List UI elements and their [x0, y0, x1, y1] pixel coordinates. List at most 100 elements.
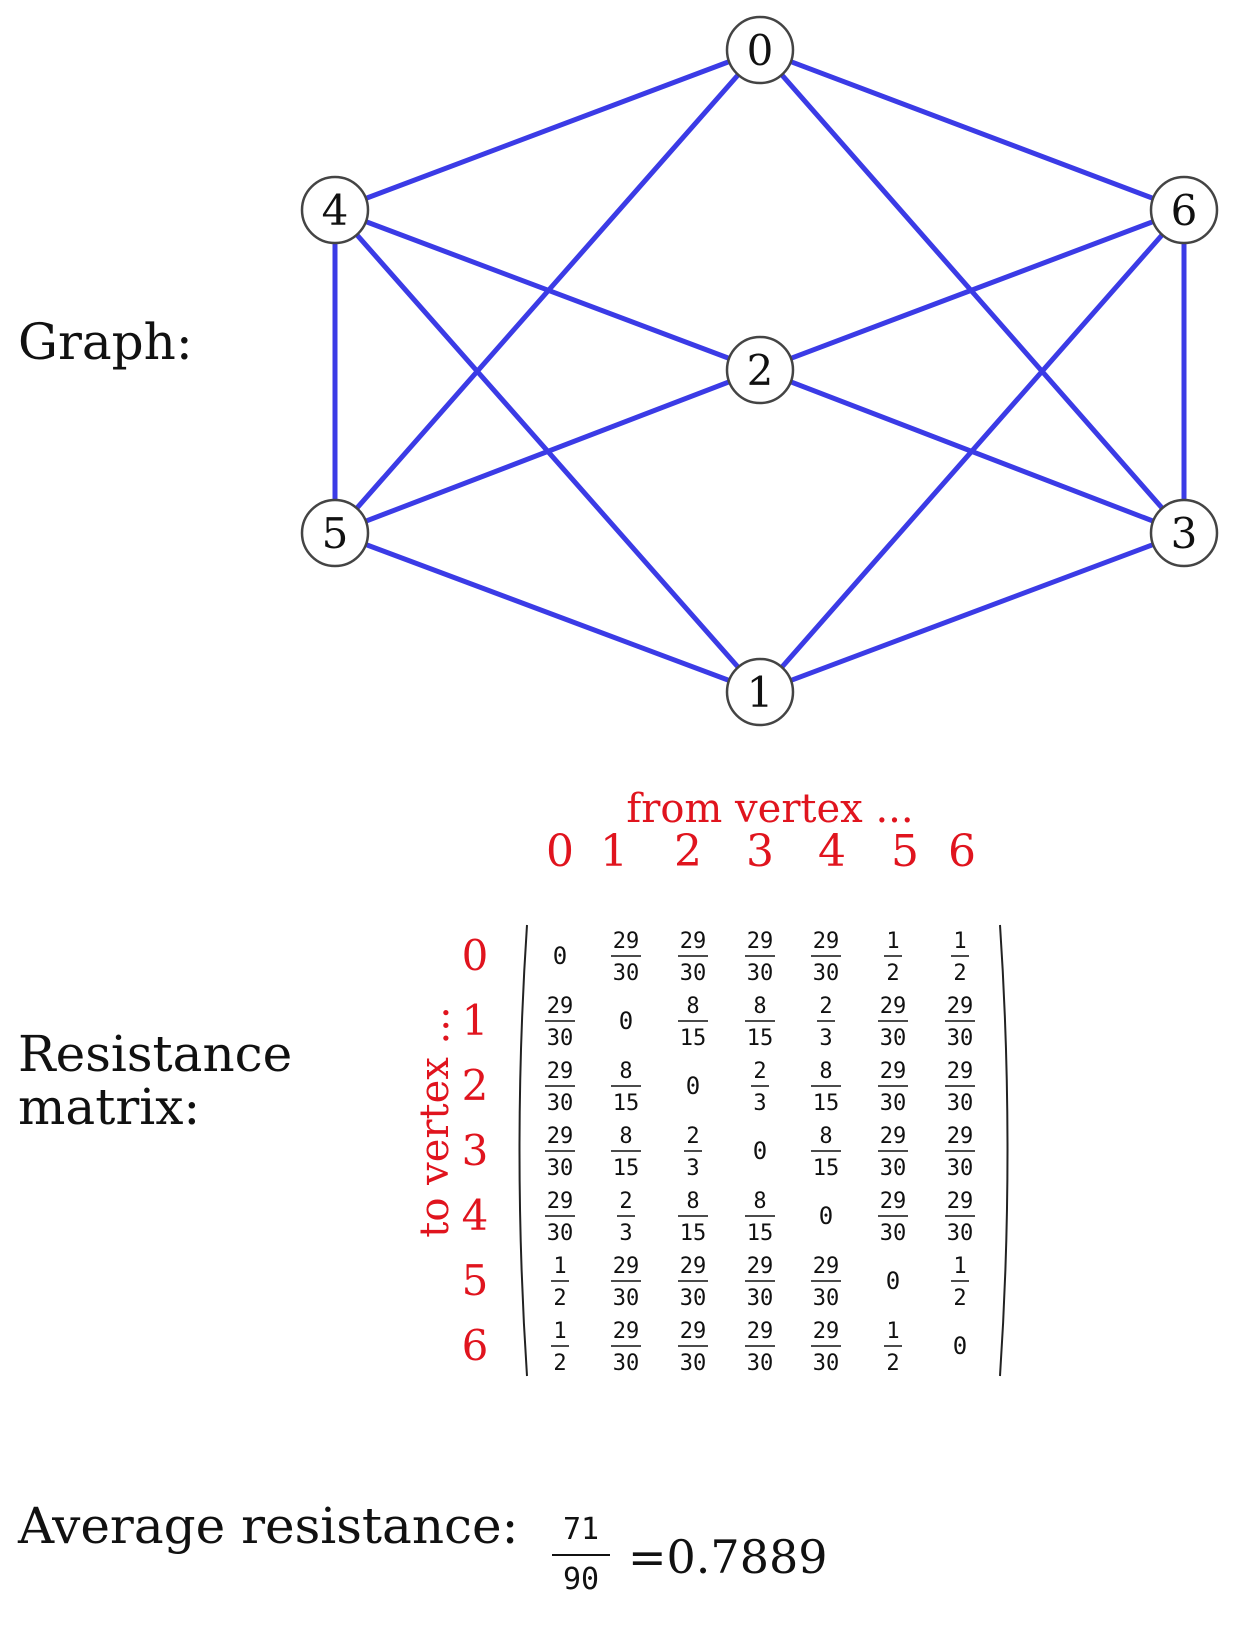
- numerator: 1: [953, 929, 966, 954]
- denominator: 15: [747, 1221, 774, 1246]
- graph-edge-2-5: [332, 367, 763, 536]
- matrix-cell-5-6: 12: [951, 1254, 969, 1311]
- node-label: 0: [747, 26, 774, 75]
- denominator: 30: [747, 961, 774, 986]
- numerator: 29: [947, 1124, 974, 1149]
- graph-edge-3-1: [757, 530, 1187, 695]
- numerator: 29: [547, 1189, 574, 1214]
- denominator: 15: [747, 1026, 774, 1051]
- numerator: 29: [547, 1059, 574, 1084]
- denominator: 3: [686, 1156, 699, 1181]
- numerator: 29: [813, 1319, 840, 1344]
- node-label: 1: [747, 668, 774, 717]
- numerator: 8: [753, 994, 766, 1019]
- matrix-label-line2: matrix:: [18, 1077, 201, 1136]
- from-vertex-label: from vertex ...: [626, 786, 913, 832]
- denominator: 30: [947, 1221, 974, 1246]
- matrix-cell-2-3: 23: [751, 1059, 769, 1116]
- denominator: 30: [880, 1026, 907, 1051]
- numerator: 2: [753, 1059, 766, 1084]
- numerator: 29: [947, 1189, 974, 1214]
- numerator: 2: [819, 994, 832, 1019]
- col-header-0: 0: [546, 826, 574, 877]
- node-circle: [1149, 175, 1219, 245]
- graph-node-5: 5: [300, 498, 370, 568]
- graph-node-2: 2: [725, 335, 795, 405]
- graph-edge-0-4: [332, 47, 763, 213]
- col-header-5: 5: [891, 826, 919, 877]
- matrix-cell-3-2: 23: [684, 1124, 702, 1181]
- matrix-cell-5-0: 12: [551, 1254, 569, 1311]
- denominator: 30: [880, 1156, 907, 1181]
- numerator: 1: [886, 929, 899, 954]
- numerator: 29: [613, 1319, 640, 1344]
- denominator: 15: [680, 1026, 707, 1051]
- node-circle: [725, 657, 795, 727]
- matrix-cell-1-4: 23: [817, 994, 835, 1051]
- row-header-2: 2: [462, 1061, 489, 1110]
- row-header-4: 4: [462, 1191, 489, 1240]
- node-circle: [300, 175, 370, 245]
- denominator: 2: [553, 1286, 566, 1311]
- denominator: 30: [680, 961, 707, 986]
- matrix-cell-3-4: 815: [811, 1124, 841, 1181]
- numerator: 1: [553, 1254, 566, 1279]
- denominator: 30: [880, 1221, 907, 1246]
- denominator: 3: [753, 1091, 766, 1116]
- denominator: 15: [613, 1091, 640, 1116]
- node-circle: [1149, 498, 1219, 568]
- node-label: 3: [1171, 509, 1198, 558]
- denominator: 30: [680, 1351, 707, 1376]
- denominator: 30: [547, 1026, 574, 1051]
- denominator: 2: [553, 1351, 566, 1376]
- value: 0: [819, 1202, 833, 1230]
- numerator: 2: [619, 1189, 632, 1214]
- denominator: 30: [613, 961, 640, 986]
- matrix-cell-2-1: 815: [611, 1059, 641, 1116]
- numerator: 29: [547, 994, 574, 1019]
- denominator: 30: [547, 1221, 574, 1246]
- denominator: 30: [747, 1286, 774, 1311]
- denominator: 30: [813, 1351, 840, 1376]
- col-header-6: 6: [948, 826, 976, 877]
- matrix-cell-3-3: 0: [753, 1137, 767, 1165]
- matrix-cell-2-4: 815: [811, 1059, 841, 1116]
- value: 0: [619, 1007, 633, 1035]
- denominator: 2: [886, 1351, 899, 1376]
- numerator: 29: [613, 929, 640, 954]
- numerator: 29: [880, 1124, 907, 1149]
- denominator: 30: [747, 1351, 774, 1376]
- right-bracket: [999, 924, 1009, 1377]
- row-header-3: 3: [462, 1126, 489, 1175]
- denominator: 15: [680, 1221, 707, 1246]
- row-header-0: 0: [462, 931, 489, 980]
- col-header-2: 2: [674, 826, 702, 877]
- numerator: 29: [680, 1319, 707, 1344]
- denominator: 30: [813, 1286, 840, 1311]
- matrix-cell-1-2: 815: [678, 994, 708, 1051]
- average-fraction: 71 90: [548, 1510, 614, 1600]
- average-denominator: 90: [562, 1562, 600, 1597]
- numerator: 29: [680, 1254, 707, 1279]
- resistance-matrix-label: Resistance matrix:: [18, 1028, 292, 1133]
- numerator: 2: [686, 1124, 699, 1149]
- numerator: 8: [753, 1189, 766, 1214]
- numerator: 29: [880, 1189, 907, 1214]
- matrix-cell-2-2: 0: [686, 1072, 700, 1100]
- denominator: 3: [619, 1221, 632, 1246]
- graph-edge-2-3: [757, 367, 1187, 536]
- graph-edge-5-1: [332, 530, 763, 695]
- numerator: 1: [886, 1319, 899, 1344]
- numerator: 8: [619, 1059, 632, 1084]
